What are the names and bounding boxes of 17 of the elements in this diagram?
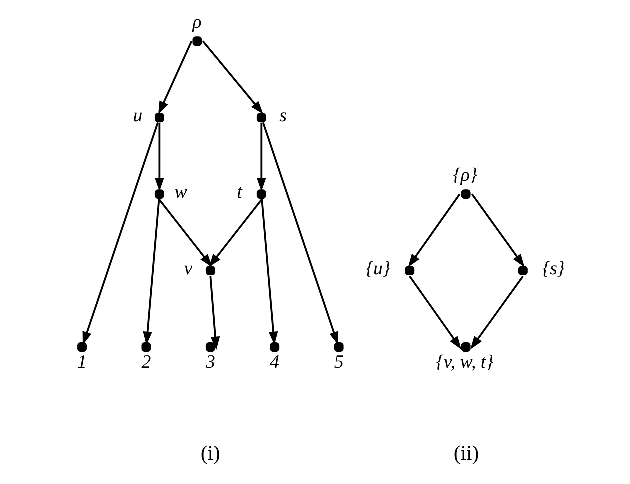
node-label: {ρ}: [453, 165, 478, 186]
node-label: s: [280, 106, 287, 127]
node-label: t: [237, 182, 242, 204]
node-label: {v, w, t}: [436, 352, 494, 374]
node-label: 5: [334, 352, 344, 374]
node-label: ρ: [192, 12, 202, 34]
node-label: {s}: [542, 258, 565, 280]
node-label: v: [184, 258, 193, 280]
node-label: u: [133, 106, 143, 127]
node-label: 1: [78, 352, 87, 374]
node-label: w: [174, 182, 188, 204]
node-label: {u}: [366, 258, 391, 280]
node-label: 2: [142, 352, 152, 374]
node-label: 4: [270, 352, 280, 374]
node-label: 3: [206, 352, 216, 374]
label: (i): [200, 442, 220, 466]
label: (ii): [454, 442, 480, 466]
